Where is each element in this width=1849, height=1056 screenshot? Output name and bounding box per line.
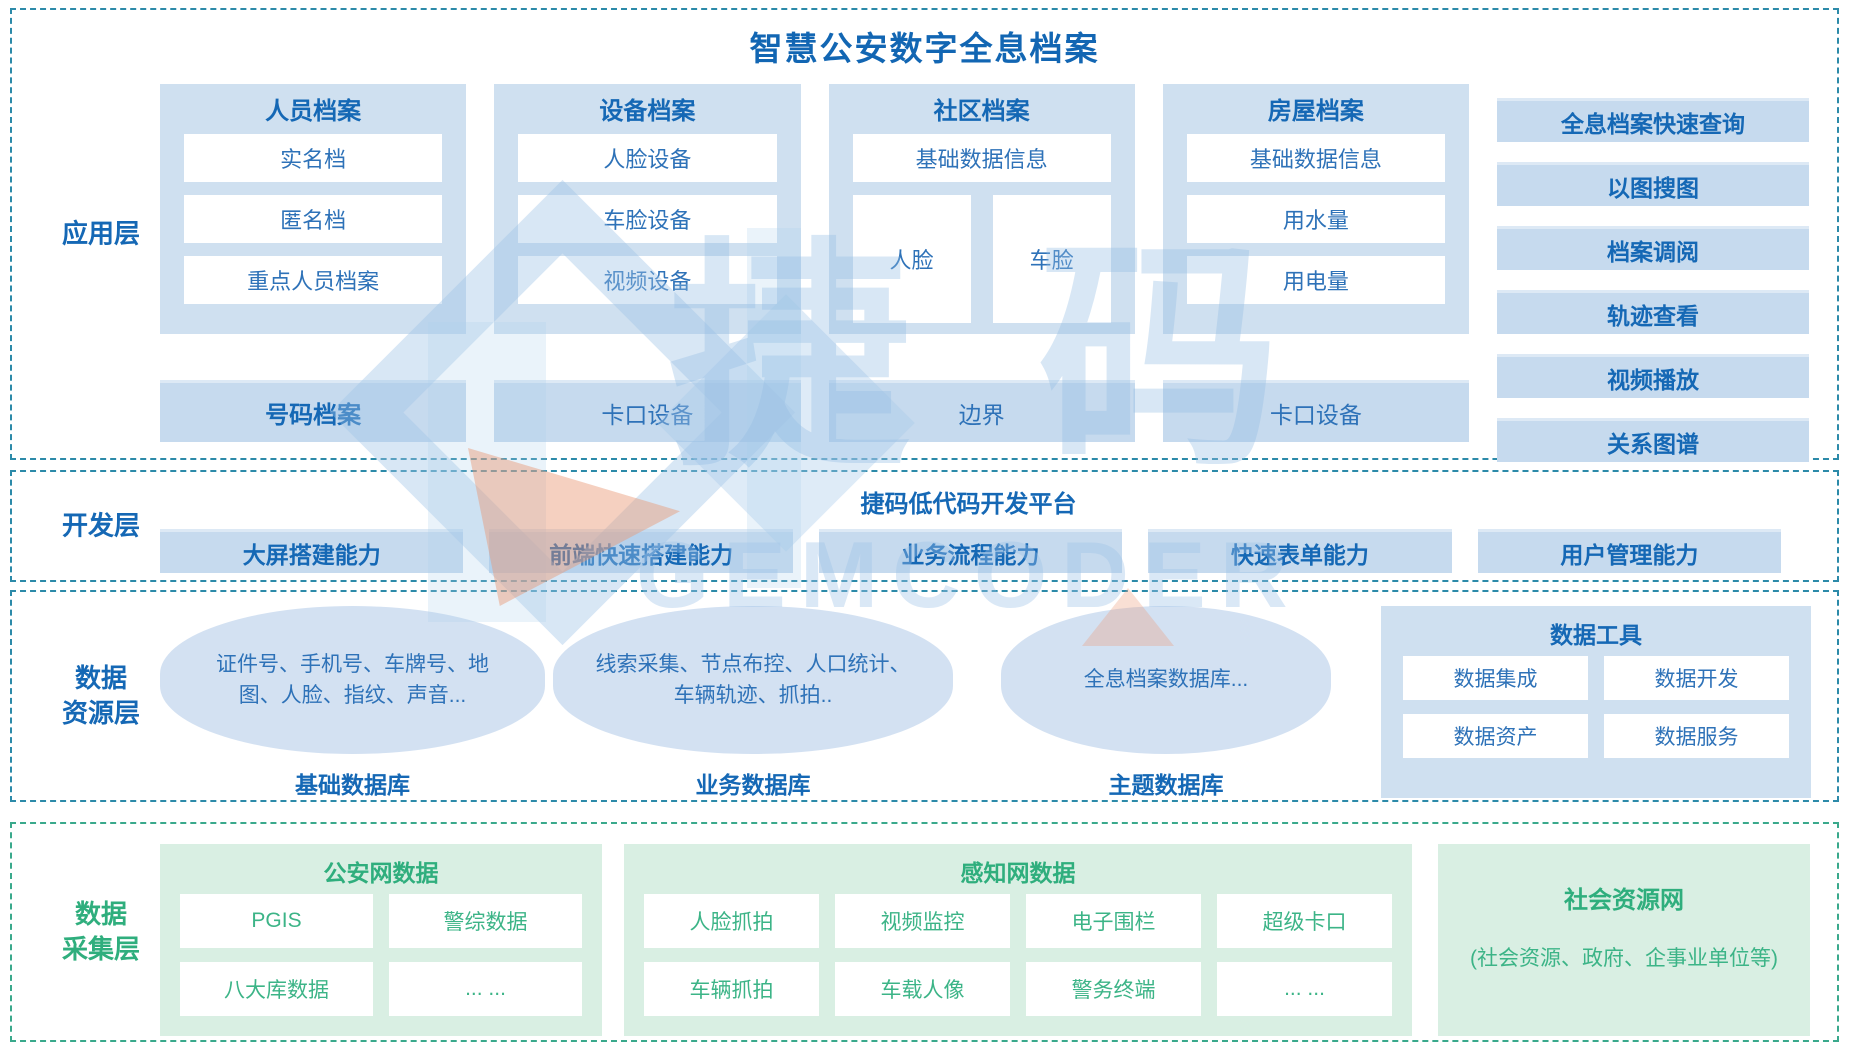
quick-action-archive-retrieval: 档案调阅 xyxy=(1497,226,1809,270)
source-more: ... ... xyxy=(1217,962,1392,1016)
business-database-name: 业务数据库 xyxy=(695,772,811,798)
housing-archive-header: 房屋档案 xyxy=(1267,98,1364,125)
archive-item: 车脸 xyxy=(992,195,1111,323)
database-cylinder-icon: 证件号、手机号、车牌号、地图、人脸、指纹、声音... xyxy=(160,606,545,754)
database-row: 证件号、手机号、车牌号、地图、人脸、指纹、声音... 基础数据库 线索采集、节点… xyxy=(160,606,1837,800)
source-police-terminal: 警务终端 xyxy=(1026,962,1201,1016)
database-cylinder-icon: 全息档案数据库... xyxy=(1001,606,1331,754)
page-title: 智慧公安数字全息档案 xyxy=(749,30,1100,67)
basic-database-name: 基础数据库 xyxy=(295,772,410,798)
application-grid: 人员档案 实名档 匿名档 重点人员档案 号码档案 设备档案 人脸设备 车脸设备 … xyxy=(160,84,1809,462)
source-vehicle-capture: 车辆抓拍 xyxy=(644,962,819,1016)
source-eight-databases: 八大库数据 xyxy=(180,962,373,1016)
data-tools-grid: 数据集成 数据开发 数据资产 数据服务 xyxy=(1403,656,1789,758)
data-tools-header: 数据工具 xyxy=(1550,622,1642,648)
quick-actions-column: 全息档案快速查询 以图搜图 档案调阅 轨迹查看 视频播放 关系图谱 xyxy=(1497,84,1809,462)
housing-archive-panel: 房屋档案 基础数据信息 用水量 用电量 xyxy=(1162,84,1469,334)
data-tool-services: 数据服务 xyxy=(1604,714,1789,758)
personnel-archive-panel: 人员档案 实名档 匿名档 重点人员档案 xyxy=(160,84,467,334)
business-database-block: 线索采集、节点布控、人口统计、车辆轨迹、抓拍.. 业务数据库 xyxy=(553,606,953,800)
capability-user-management: 用户管理能力 xyxy=(1477,529,1782,573)
archive-item: 基础数据信息 xyxy=(852,134,1111,182)
archive-item: 实名档 xyxy=(184,134,443,182)
capability-bars: 大屏搭建能力 前端快速搭建能力 业务流程能力 快速表单能力 用户管理能力 xyxy=(160,529,1782,573)
source-police-comprehensive: 警综数据 xyxy=(389,894,582,948)
checkpoint-device-box: 卡口设备 xyxy=(1162,380,1469,442)
archive-item: 人脸 xyxy=(852,195,971,323)
police-network-grid: PGIS 警综数据 八大库数据 ... ... xyxy=(180,894,582,1016)
theme-database-block: 全息档案数据库... 主题数据库 xyxy=(1001,606,1331,800)
boundary-box: 边界 xyxy=(828,380,1135,442)
data-tool-development: 数据开发 xyxy=(1604,656,1789,700)
source-super-checkpoint: 超级卡口 xyxy=(1217,894,1392,948)
community-split-row: 人脸 车脸 xyxy=(852,195,1111,336)
social-resource-subtitle: (社会资源、政府、企事业单位等) xyxy=(1470,947,1778,970)
perception-network-header: 感知网数据 xyxy=(960,860,1076,886)
perception-network-grid: 人脸抓拍 视频监控 电子围栏 超级卡口 车辆抓拍 车载人像 警务终端 ... .… xyxy=(644,894,1392,1016)
development-layer-label: 开发层 xyxy=(61,510,140,541)
data-tools-panel: 数据工具 数据集成 数据开发 数据资产 数据服务 xyxy=(1381,606,1811,798)
quick-action-holographic-query: 全息档案快速查询 xyxy=(1497,98,1809,142)
quick-action-relationship-graph: 关系图谱 xyxy=(1497,418,1809,462)
column-device-archive: 设备档案 人脸设备 车脸设备 视频设备 卡口设备 xyxy=(494,84,801,462)
data-collection-layer-panel: 数据 采集层 公安网数据 PGIS 警综数据 八大库数据 ... ... 感知网… xyxy=(10,822,1839,1042)
social-resource-header: 社会资源网 xyxy=(1564,887,1684,914)
device-archive-header: 设备档案 xyxy=(599,98,696,125)
data-collection-layer-label: 数据 采集层 xyxy=(61,898,140,964)
social-resource-network-panel: 社会资源网 (社会资源、政府、企事业单位等) xyxy=(1438,844,1810,1036)
capability-bigscreen: 大屏搭建能力 xyxy=(160,529,464,573)
police-network-group: 公安网数据 PGIS 警综数据 八大库数据 ... ... xyxy=(160,844,602,1036)
archive-item: 用电量 xyxy=(1186,256,1445,304)
archive-item: 重点人员档案 xyxy=(184,256,443,304)
column-personnel-archive: 人员档案 实名档 匿名档 重点人员档案 号码档案 xyxy=(160,84,467,462)
lowcode-platform-title: 捷码低代码开发平台 xyxy=(860,491,1077,518)
archive-item: 基础数据信息 xyxy=(1186,134,1445,182)
source-face-capture: 人脸抓拍 xyxy=(644,894,819,948)
checkpoint-device-box: 卡口设备 xyxy=(494,380,801,442)
community-archive-header: 社区档案 xyxy=(933,98,1030,125)
perception-network-group: 感知网数据 人脸抓拍 视频监控 电子围栏 超级卡口 车辆抓拍 车载人像 警务终端… xyxy=(624,844,1412,1036)
application-layer-label: 应用层 xyxy=(61,218,140,249)
device-archive-panel: 设备档案 人脸设备 车脸设备 视频设备 xyxy=(494,84,801,334)
source-vehicle-portrait: 车载人像 xyxy=(835,962,1010,1016)
data-resource-layer-panel: 数据 资源层 证件号、手机号、车牌号、地图、人脸、指纹、声音... 基础数据库 … xyxy=(10,590,1839,802)
source-more: ... ... xyxy=(389,962,582,1016)
archive-item: 车脸设备 xyxy=(518,195,777,243)
archive-item: 人脸设备 xyxy=(518,134,777,182)
quick-action-trajectory-view: 轨迹查看 xyxy=(1497,290,1809,334)
personnel-archive-header: 人员档案 xyxy=(265,98,362,125)
development-layer-panel: 开发层 捷码低代码开发平台 大屏搭建能力 前端快速搭建能力 业务流程能力 快速表… xyxy=(10,470,1839,582)
application-layer-panel: 智慧公安数字全息档案 应用层 人员档案 实名档 匿名档 重点人员档案 号码档案 … xyxy=(10,8,1839,462)
theme-database-name: 主题数据库 xyxy=(1108,772,1224,798)
source-pgis: PGIS xyxy=(180,894,373,948)
number-archive-box: 号码档案 xyxy=(160,380,467,442)
archive-item: 用水量 xyxy=(1186,195,1445,243)
police-network-header: 公安网数据 xyxy=(323,860,439,886)
database-cylinder-icon: 线索采集、节点布控、人口统计、车辆轨迹、抓拍.. xyxy=(553,606,953,754)
archive-item: 视频设备 xyxy=(518,256,777,304)
capability-frontend: 前端快速搭建能力 xyxy=(489,529,793,573)
quick-action-video-playback: 视频播放 xyxy=(1497,354,1809,398)
source-video-surveillance: 视频监控 xyxy=(835,894,1010,948)
data-tool-integration: 数据集成 xyxy=(1403,656,1588,700)
collection-groups-row: 公安网数据 PGIS 警综数据 八大库数据 ... ... 感知网数据 人脸抓拍… xyxy=(160,844,1837,1036)
quick-action-image-search: 以图搜图 xyxy=(1497,162,1809,206)
community-archive-panel: 社区档案 基础数据信息 人脸 车脸 xyxy=(828,84,1135,336)
column-community-archive: 社区档案 基础数据信息 人脸 车脸 边界 xyxy=(828,84,1135,462)
capability-workflow: 业务流程能力 xyxy=(818,529,1123,573)
capability-forms: 快速表单能力 xyxy=(1148,529,1452,573)
data-tool-assets: 数据资产 xyxy=(1403,714,1588,758)
data-resource-layer-label: 数据 资源层 xyxy=(61,662,140,728)
source-electronic-fence: 电子围栏 xyxy=(1026,894,1201,948)
basic-database-block: 证件号、手机号、车牌号、地图、人脸、指纹、声音... 基础数据库 xyxy=(160,606,545,800)
column-housing-archive: 房屋档案 基础数据信息 用水量 用电量 卡口设备 xyxy=(1162,84,1469,462)
archive-item: 匿名档 xyxy=(184,195,443,243)
